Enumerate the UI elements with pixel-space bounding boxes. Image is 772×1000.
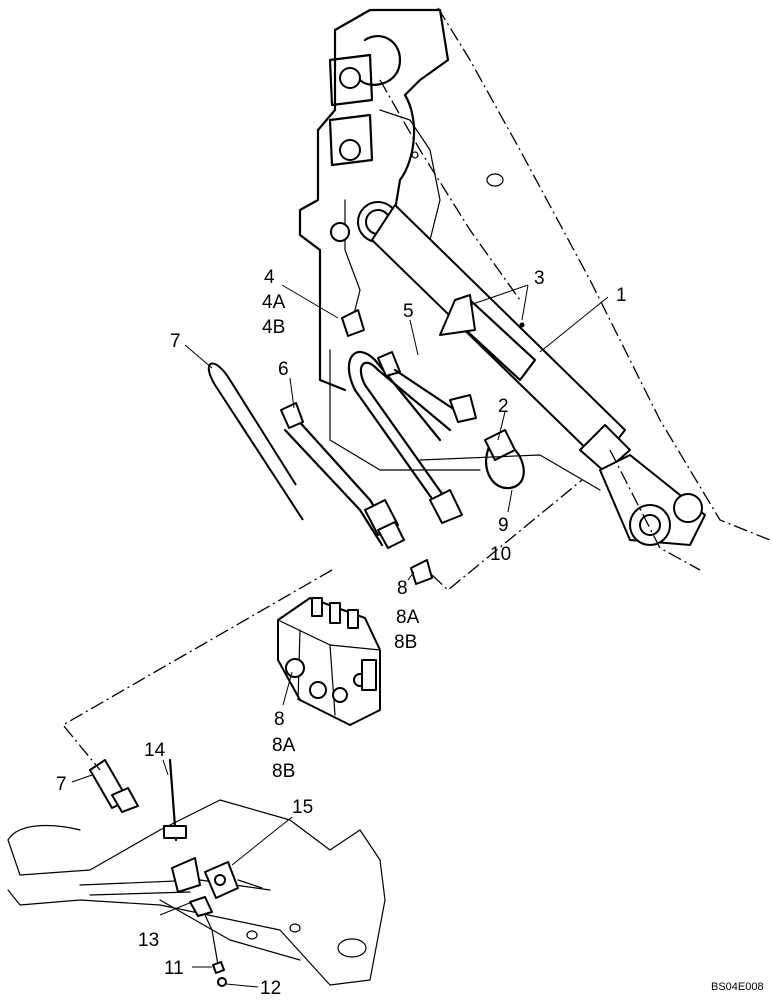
callout-5: 5	[403, 301, 414, 322]
callout-9: 9	[498, 515, 509, 536]
callout-13: 13	[138, 930, 159, 951]
boom-assembly	[298, 7, 771, 541]
fittings	[341, 309, 433, 585]
callout-12: 12	[260, 978, 281, 999]
callout-7-upper: 7	[170, 331, 181, 352]
callout-11: 11	[164, 958, 184, 979]
switch-hardware	[163, 758, 263, 987]
hydraulic-cylinder	[357, 201, 706, 546]
leader-lines	[62, 284, 701, 988]
callout-2: 2	[498, 396, 509, 417]
callouts: 1 2 3 4 4A 4B 5 6 7 7 8 8A 8B 8 8A 8B 9 …	[56, 267, 627, 999]
callout-4: 4 4A 4B	[262, 267, 289, 338]
callout-14: 14	[144, 740, 166, 761]
callout-15: 15	[292, 797, 313, 818]
callout-8-upper: 8 8A 8B	[394, 578, 423, 653]
callout-7-lower: 7	[56, 774, 67, 795]
drawing-code: BS04E008	[711, 981, 764, 993]
callout-1: 1	[616, 285, 627, 306]
clamp-9	[419, 429, 601, 491]
callout-8-lower: 8 8A 8B	[272, 709, 299, 782]
callout-10: 10	[490, 544, 511, 565]
control-valve	[277, 597, 381, 726]
hose-7-end	[89, 759, 139, 813]
hose-7	[207, 362, 405, 549]
callout-3: 3	[534, 268, 545, 289]
hose-5	[347, 350, 477, 524]
mounting-frame	[7, 799, 386, 986]
callout-6: 6	[278, 359, 289, 380]
